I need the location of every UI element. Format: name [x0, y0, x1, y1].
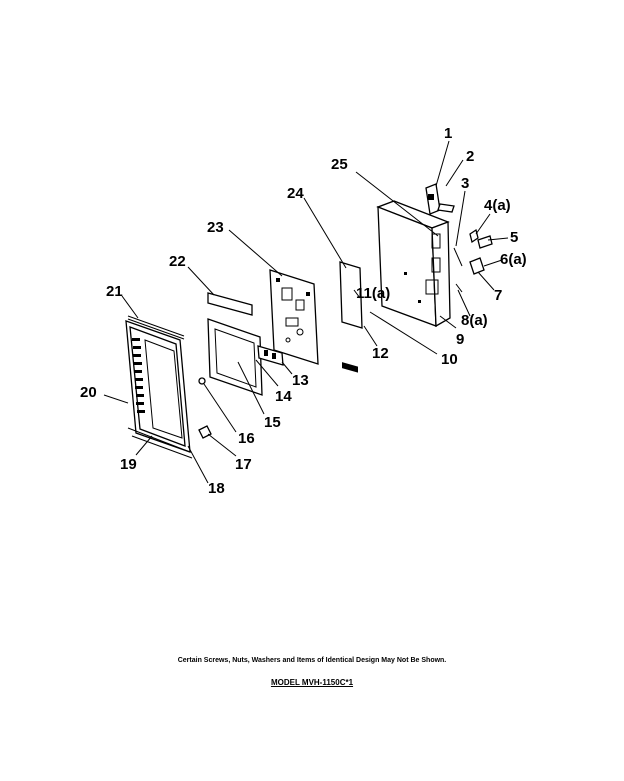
- window-glass: [207, 318, 263, 396]
- part-label-5: 5: [510, 229, 518, 246]
- part-label-21: 21: [106, 283, 123, 300]
- part-label-3: 3: [461, 175, 469, 192]
- small-bracket: [437, 203, 455, 213]
- part-label-17: 17: [235, 456, 252, 473]
- leader-lines: [103, 140, 509, 484]
- part-label-20: 20: [80, 384, 97, 401]
- side-plate: [339, 261, 363, 329]
- part-label-6a: 6(a): [500, 251, 527, 268]
- part-label-19: 19: [120, 456, 137, 473]
- front-panel: [125, 315, 193, 459]
- part-label-13: 13: [292, 372, 309, 389]
- part-label-12: 12: [372, 345, 389, 362]
- hardware-parts: [453, 228, 493, 293]
- part-label-16: 16: [238, 430, 255, 447]
- screw: [198, 377, 206, 385]
- part-label-22: 22: [169, 253, 186, 270]
- part-label-11a: 11(a): [356, 285, 390, 302]
- diagram-footnote: Certain Screws, Nuts, Washers and Items …: [177, 657, 447, 664]
- part-label-9: 9: [456, 331, 464, 348]
- part-label-23: 23: [207, 219, 224, 236]
- control-board: [269, 269, 319, 365]
- part-label-2: 2: [466, 148, 474, 165]
- model-number: MODEL MVH-1150C*1: [0, 678, 624, 687]
- part-label-24: 24: [287, 185, 304, 202]
- clip: [198, 425, 212, 439]
- part-label-10: 10: [441, 351, 458, 368]
- part-label-14: 14: [275, 388, 292, 405]
- main-chassis: [376, 200, 451, 328]
- part-label-7: 7: [494, 287, 502, 304]
- part-label-25: 25: [331, 156, 348, 173]
- part-label-1: 1: [444, 125, 452, 142]
- connector: [257, 345, 284, 366]
- model-number-text: MODEL MVH-1150C*1: [270, 678, 354, 687]
- part-label-4a: 4(a): [484, 197, 511, 214]
- part-labels: 1 2 3 4(a) 5 6(a) 7 8(a) 9 10 11(a) 12 1…: [80, 125, 527, 497]
- part-label-15: 15: [264, 414, 281, 431]
- label-strip: [207, 292, 253, 316]
- part-label-18: 18: [208, 480, 225, 497]
- part-label-8a: 8(a): [461, 312, 488, 329]
